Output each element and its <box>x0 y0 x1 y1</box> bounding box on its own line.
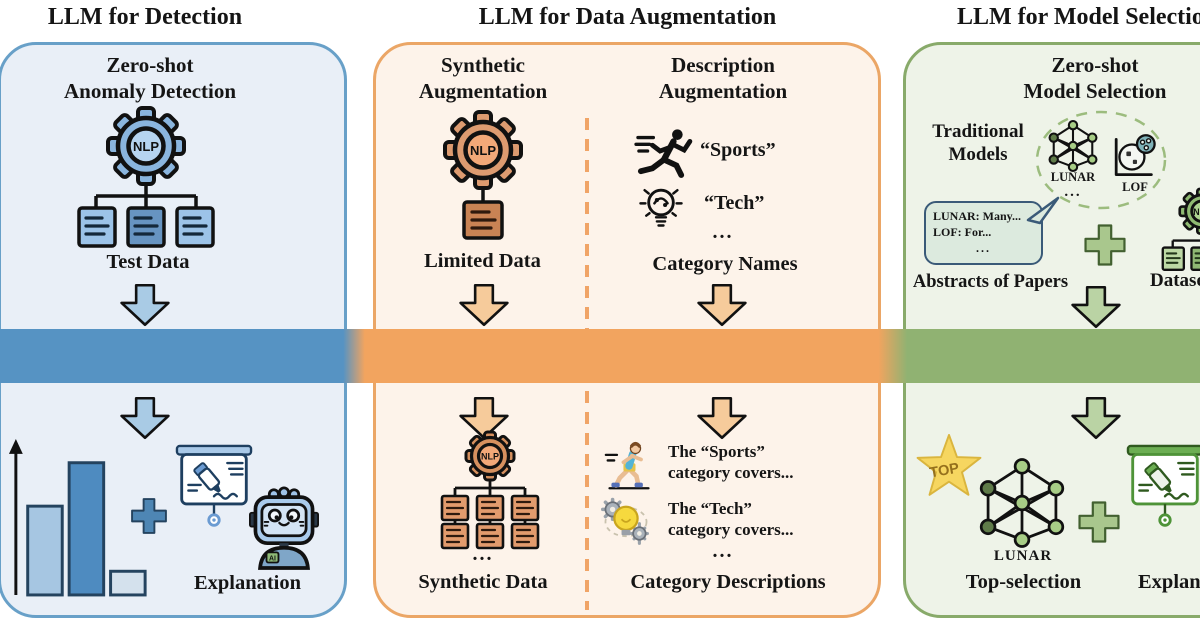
test-data-label: Test Data <box>106 251 190 273</box>
selection-explanation-label: Explanation <box>1138 571 1200 593</box>
synthetic-augmentation-title: Synthetic Augmentation <box>398 52 568 104</box>
header-llm-for-detection: LLM for Detection <box>47 4 243 30</box>
bubble-line-lunar: LUNAR: Many... <box>933 209 1022 223</box>
top-selection-label: Top-selection <box>965 571 1082 593</box>
category-names-ellipsis: ... <box>712 221 734 243</box>
sports-desc-line2: category covers... <box>668 463 794 482</box>
detection-title-line2: Anomaly Detection <box>63 79 237 103</box>
selection-title-line2: Model Selection <box>1023 79 1167 103</box>
whiteboard-icon <box>1126 444 1200 527</box>
synthetic-title-line2: Augmentation <box>418 79 548 103</box>
svg-text:AI: AI <box>269 556 276 563</box>
down-arrow-icon <box>459 283 509 327</box>
lof-icon <box>1114 134 1156 176</box>
model-selection-title: Zero-shot Model Selection <box>955 52 1200 104</box>
tech-name-label: “Tech” <box>704 192 765 214</box>
tech-desc-line2: category covers... <box>668 520 794 539</box>
plus-icon <box>131 498 167 534</box>
svg-text:NLP: NLP <box>470 143 496 158</box>
lightbulb-icon <box>639 188 683 227</box>
runner-icon <box>634 129 693 178</box>
abstracts-of-papers-label: Abstracts of Papers <box>912 272 1069 292</box>
sports-desc-line1: The “Sports” <box>668 442 765 461</box>
gears-bulb-icon <box>601 497 649 545</box>
traditional-line2: Models <box>948 144 1008 165</box>
lunar-winner-label: LUNAR <box>993 548 1053 564</box>
lunar-small-label: LUNAR <box>1050 170 1096 184</box>
category-names-label: Category Names <box>652 253 798 275</box>
sports-name-label: “Sports” <box>700 139 776 161</box>
svg-text:NLP: NLP <box>481 452 499 462</box>
speech-bubble-tail <box>1026 196 1060 225</box>
limited-data-label: Limited Data <box>424 250 541 272</box>
detection-title-line1: Zero-shot <box>106 53 194 77</box>
robot-icon: AI <box>249 486 319 570</box>
description-title-line1: Description <box>671 53 775 77</box>
selection-title-line1: Zero-shot <box>1051 53 1139 77</box>
bar-chart-icon <box>8 439 147 597</box>
models-ellipsis: ... <box>1064 184 1082 200</box>
svg-text:NLP: NLP <box>133 139 159 154</box>
svg-text:TOP: TOP <box>928 460 960 481</box>
tech-desc-line1: The “Tech” <box>668 499 752 518</box>
bubble-ellipsis: ... <box>976 241 991 255</box>
down-arrow-icon <box>1071 285 1121 329</box>
nlp-limited-data-icon: NLP <box>443 110 523 240</box>
tech-description: The “Tech” category covers... <box>668 498 794 540</box>
plus-icon <box>1078 501 1120 543</box>
header-llm-for-model-selection: LLM for Model Selection <box>957 4 1200 30</box>
down-arrow-icon <box>697 396 747 440</box>
bubble-line-lof: LOF: For... <box>933 225 992 239</box>
nlp-synthetic-data-icon: NLP <box>440 430 540 550</box>
plus-icon <box>1084 224 1126 266</box>
synthetic-data-label: Synthetic Data <box>418 571 548 593</box>
abstracts-speech-bubble: LUNAR: Many... LOF: For... ... <box>924 196 1060 265</box>
whiteboard-icon <box>175 444 253 527</box>
synthetic-ellipsis: ... <box>472 543 494 565</box>
nlp-dataset-icon: NLP <box>1161 187 1200 271</box>
models-ellipse <box>1035 110 1167 210</box>
down-arrow-icon <box>697 283 747 327</box>
down-arrow-icon <box>120 396 170 440</box>
down-arrow-icon <box>120 283 170 327</box>
description-augmentation-title: Description Augmentation <box>628 52 818 104</box>
top-star-badge: TOP <box>916 433 982 496</box>
lunar-network-icon <box>979 458 1065 548</box>
synthetic-title-line1: Synthetic <box>441 53 525 77</box>
detection-title: Zero-shot Anomaly Detection <box>25 52 275 104</box>
nlp-documents-icon: NLP <box>77 106 215 248</box>
lunar-network-icon <box>1048 119 1098 173</box>
traditional-line1: Traditional <box>932 121 1024 142</box>
category-descriptions-label: Category Descriptions <box>630 571 826 593</box>
runner-color-icon <box>604 441 650 490</box>
dataset-info-label: Dataset Info <box>1150 270 1200 291</box>
lof-small-label: LOF <box>1122 180 1148 194</box>
svg-text:NLP: NLP <box>1193 207 1200 217</box>
down-arrow-icon <box>459 396 509 440</box>
sports-description: The “Sports” category covers... <box>668 441 794 483</box>
category-descriptions-ellipsis: ... <box>712 540 734 562</box>
explanation-label: Explanation <box>193 572 302 594</box>
llm-band <box>0 329 1200 383</box>
down-arrow-icon <box>1071 396 1121 440</box>
traditional-models-label: Traditional Models <box>918 120 1038 166</box>
description-title-line2: Augmentation <box>658 79 788 103</box>
header-llm-for-data-augmentation: LLM for Data Augmentation <box>478 4 777 30</box>
